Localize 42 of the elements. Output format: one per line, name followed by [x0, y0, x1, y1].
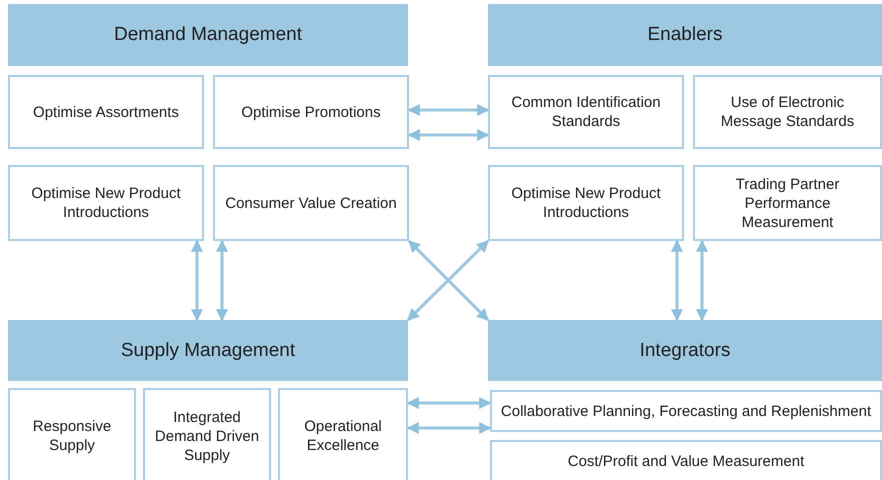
- double-arrow: [406, 397, 492, 409]
- box-label: Integrated Demand Driven Supply: [154, 408, 260, 464]
- box-label: Optimise New Product Introductions: [30, 184, 182, 222]
- double-arrow: [408, 129, 490, 141]
- box-label: Trading Partner Performance Measurement: [734, 174, 840, 232]
- header-band: [8, 320, 408, 381]
- process-box: [278, 388, 408, 480]
- double-arrow: [191, 240, 203, 322]
- box-label: Cost/Profit and Value Measurement: [568, 452, 804, 470]
- process-box: [490, 390, 882, 432]
- header-band: [488, 320, 882, 381]
- box-label: Optimise Assortments: [33, 102, 179, 122]
- process-box: [490, 440, 882, 480]
- process-box: [143, 388, 271, 480]
- header-title: Supply Management: [120, 340, 296, 362]
- process-box: [8, 388, 136, 480]
- double-arrow: [216, 240, 228, 322]
- process-box: [693, 75, 882, 149]
- double-arrow: [671, 240, 683, 322]
- process-box: [213, 165, 409, 241]
- process-box: [8, 75, 204, 149]
- box-label: Consumer Value Creation: [225, 194, 397, 212]
- header-title: Enablers: [648, 24, 722, 46]
- double-arrow: [696, 240, 708, 322]
- box-label: Collaborative Planning, Forecasting and Replenishment: [500, 402, 872, 420]
- box-label: Use of Electronic Message Standards: [720, 93, 856, 131]
- box-label: Optimise New Product Introductions: [510, 184, 662, 222]
- double-arrow: [408, 104, 490, 116]
- process-box: [693, 165, 882, 241]
- box-label: Optimise Promotions: [241, 102, 381, 122]
- header-title: Integrators: [640, 340, 730, 362]
- box-label: Common Identification Standards: [510, 93, 662, 131]
- process-box: [8, 165, 204, 241]
- box-label: Responsive Supply: [32, 417, 112, 455]
- process-box: [488, 75, 684, 149]
- header-band: [488, 4, 882, 66]
- header-title: Demand Management: [114, 24, 302, 46]
- double-arrow: [406, 422, 492, 434]
- header-band: [8, 4, 408, 66]
- process-box: [213, 75, 409, 149]
- box-label: Operational Excellence: [303, 417, 383, 455]
- process-box: [488, 165, 684, 241]
